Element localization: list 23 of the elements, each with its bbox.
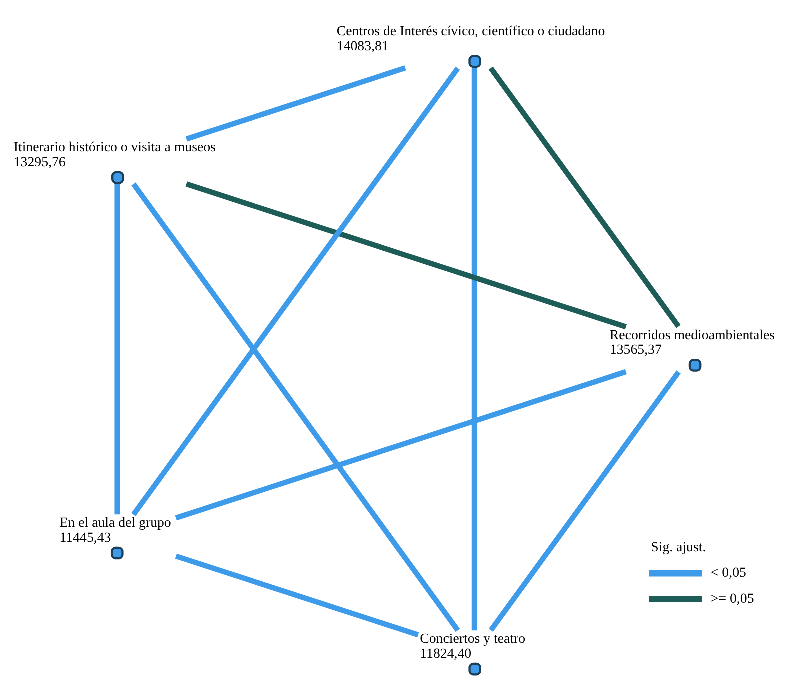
node-label: 13565,37 [610, 342, 662, 358]
connector [132, 182, 460, 632]
node-label: 13295,76 [14, 154, 66, 170]
connector [186, 65, 406, 142]
label: Sig. ajust. [651, 540, 706, 556]
node-label: 14083,81 [336, 38, 389, 54]
legend-label: >= 0,05 [710, 591, 754, 606]
connector [488, 66, 681, 328]
node-label: Centros de Interés cívico, científico o ciudadano [336, 24, 606, 39]
connector [132, 66, 460, 516]
node-label: 11824,40 [420, 646, 472, 662]
legend-label: < 0,05 [710, 566, 746, 581]
node-label: En el aula del grupo [60, 516, 172, 531]
connector [488, 370, 681, 632]
connector [114, 184, 120, 514]
connector [472, 68, 478, 630]
connector [186, 181, 627, 330]
connector [175, 553, 420, 638]
node-label: 11445,43 [60, 530, 112, 546]
connector [175, 368, 627, 520]
node-label: Conciertos y teatro [420, 632, 526, 647]
node-label: Itinerario histórico o visita a museos [14, 140, 216, 155]
node-label: Recorridos medioambientales [610, 328, 776, 343]
